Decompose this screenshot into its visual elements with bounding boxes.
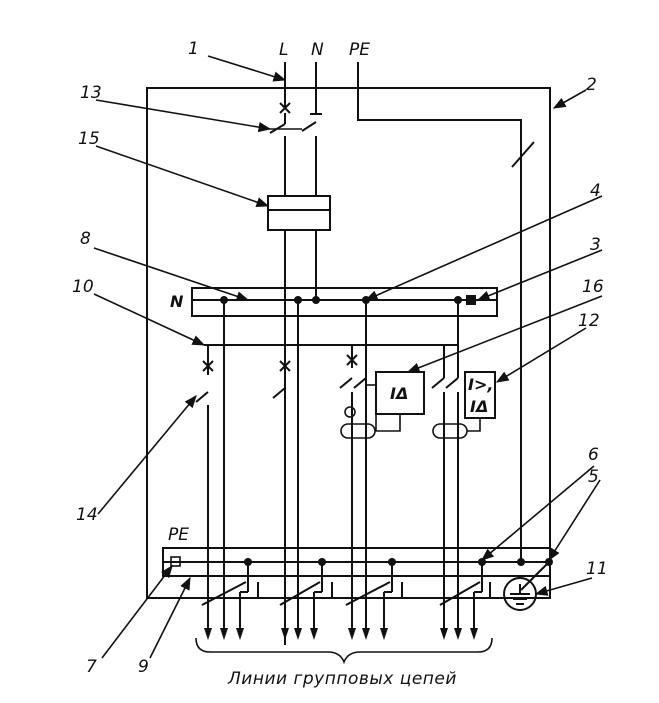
group-breaker-2 (272, 300, 299, 635)
callout-6: 6 (588, 445, 599, 465)
callout-5: 5 (588, 467, 599, 487)
cable-marks (201, 581, 491, 606)
callout-leaders (93, 55, 603, 659)
rcbo-symbol-bottom: IΔ (470, 397, 488, 416)
enclosure (146, 87, 551, 599)
earth-ground-icon (503, 561, 550, 611)
n-bus-label: N (170, 292, 184, 311)
callout-12: 12 (578, 311, 600, 331)
label-PE: PE (349, 40, 370, 60)
caption: Линии групповых цепей (227, 669, 457, 689)
pe-disconnect-mark (511, 141, 535, 168)
group-breaker-1 (195, 300, 225, 635)
pe-bus-terminal (170, 556, 181, 567)
callout-10: 10 (72, 277, 94, 297)
callout-16: 16 (582, 277, 604, 297)
main-line-N (301, 62, 322, 300)
n-bus (191, 287, 498, 317)
electricity-meter (267, 195, 331, 231)
outgoing-arrows (204, 628, 478, 640)
label-N: N (311, 40, 324, 60)
caption-brace (195, 637, 493, 665)
group-rcd: IΔ (339, 300, 425, 635)
pe-bus-label: PE (168, 525, 189, 545)
label-L: L (279, 40, 288, 60)
callout-9: 9 (138, 657, 149, 677)
pe-conductor (357, 62, 522, 562)
callout-1: 1 (188, 39, 199, 59)
n-bus-terminal (466, 295, 476, 305)
rcbo-symbol-top: I>, (468, 375, 493, 394)
callout-14: 14 (76, 505, 98, 525)
callout-2: 2 (586, 75, 597, 95)
callout-3: 3 (590, 235, 601, 255)
rcd-symbol: IΔ (390, 384, 408, 403)
callout-numbers: 1 2 3 4 5 6 7 8 9 10 11 12 13 14 15 16 (72, 39, 608, 677)
callout-4: 4 (590, 181, 601, 201)
callout-8: 8 (80, 229, 91, 249)
main-line-L (269, 62, 291, 645)
callout-11: 11 (586, 559, 608, 579)
callout-7: 7 (86, 657, 97, 677)
callout-13: 13 (80, 83, 102, 103)
callout-15: 15 (78, 129, 100, 149)
